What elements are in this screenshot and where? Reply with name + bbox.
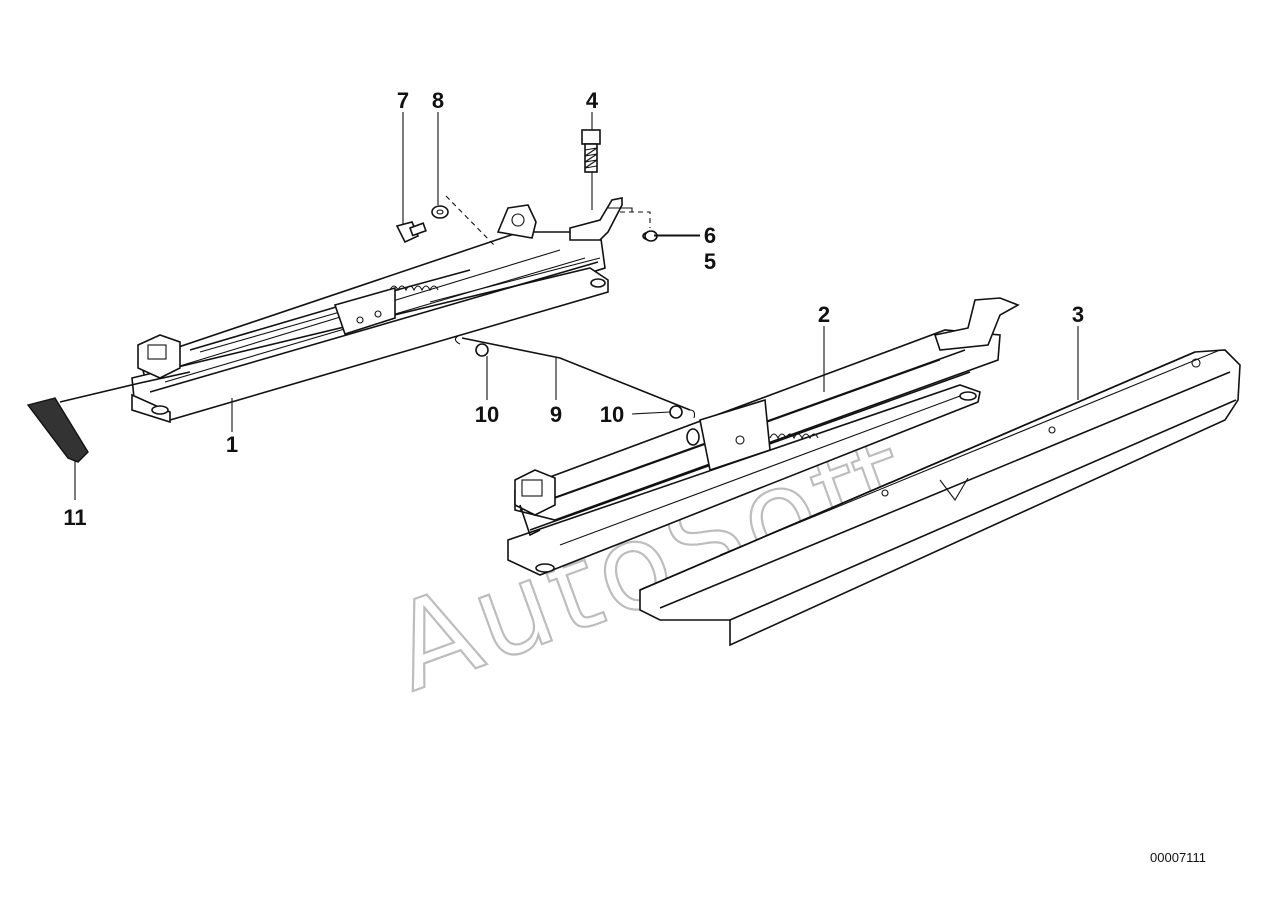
seat-rail-right [507,297,1020,576]
callout-6: 6 [704,223,716,248]
callout-10-right: 10 [600,402,624,427]
callout-5: 5 [704,249,716,274]
callout-3: 3 [1072,302,1084,327]
callout-4: 4 [586,88,599,113]
connecting-rod [454,335,696,419]
callout-8: 8 [432,88,444,113]
callout-labels: 1 2 3 4 5 6 7 8 9 10 10 11 [63,88,1084,530]
callout-2: 2 [818,302,830,327]
callout-1: 1 [226,432,238,457]
washer-8 [431,205,449,219]
screw-7 [395,221,427,244]
release-handle [26,397,89,463]
leader-lines [74,112,1079,500]
diagram-reference-number: 00007111 [1150,850,1206,865]
callout-7: 7 [397,88,409,113]
callout-11: 11 [63,505,86,530]
seat-rail-left [26,197,633,463]
bolt-4 [581,129,601,173]
callout-10-left: 10 [475,402,499,427]
rail-trim-cover [639,349,1241,647]
callout-9: 9 [550,402,562,427]
